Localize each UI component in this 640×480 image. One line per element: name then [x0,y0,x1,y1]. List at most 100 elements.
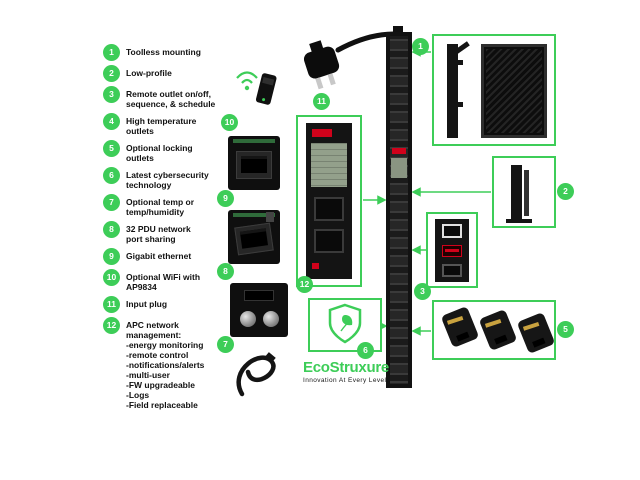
feature-item-temp-humidity: 7 Optional temp or temp/humidity [103,194,251,217]
rack-door-mesh [486,49,542,133]
outlet-c19 [442,224,462,238]
feature-label: Input plug [126,299,168,309]
outlet-red-display [442,245,462,257]
marker-11: 11 [313,93,330,110]
feature-label: Optional temp or temp/humidity [126,197,194,217]
feature-label-group: APC network management: -energy monitori… [126,317,204,410]
rj45-opening [241,156,267,173]
module-red-indicator [312,263,319,269]
leaf-glyph [342,315,353,326]
feature-number-badge: 9 [103,248,120,265]
feature-label: High temperature outlets [126,116,197,136]
sensor-connector-right [263,311,279,327]
feature-item-port-sharing: 8 32 PDU network port sharing [103,221,251,244]
feature-number-badge: 7 [103,194,120,211]
dongle-stripe [262,76,275,86]
pdu-apc-badge [392,148,406,154]
feature-label: Gigabit ethernet [126,251,192,261]
feature-number-badge: 10 [103,269,120,286]
feature-item-wifi: 10 Optional WiFi with AP9834 [103,269,251,292]
marker-5: 5 [557,321,574,338]
mounting-bracket [447,41,470,138]
low-profile-callout [492,156,556,228]
plug-prong-left [315,77,324,90]
leaf-stem [340,319,352,332]
patch-cable-image [232,346,280,400]
marker-12: 12 [296,276,313,293]
marker-6: 6 [357,342,374,359]
pdu-tower [386,26,412,388]
plug-prong-right [327,73,336,86]
cable-connector [264,352,276,364]
pdu-side-profile [511,165,522,221]
cable-loop [236,355,276,397]
wifi-arc-inner [241,78,253,84]
rj45-frame [236,151,272,179]
display-module [306,123,352,279]
feature-item-high-temp-outlets: 4 High temperature outlets [103,113,251,136]
leader-arrow-3 [411,245,421,255]
input-plug-image [296,34,348,94]
cable-stub [266,212,274,222]
shield-outline [328,303,362,344]
feature-item-gigabit-ethernet: 9 Gigabit ethernet [103,248,251,265]
marker-10: 10 [221,114,238,131]
feature-list: 1 Toolless mounting 2 Low-profile 3 Remo… [103,44,251,414]
feature-number-badge: 4 [103,113,120,130]
feature-item-locking-outlets: 5 Optional locking outlets [103,140,251,163]
feature-number-badge: 11 [103,296,120,313]
feature-label: Optional WiFi with AP9834 [126,272,201,292]
feature-item-toolless-mounting: 1 Toolless mounting [103,44,251,61]
pdu-outlet-strip [390,36,408,384]
marker-7: 7 [217,336,234,353]
sensor-jack [244,290,274,301]
feature-item-cybersecurity: 6 Latest cybersecurity technology [103,167,251,190]
marker-2: 2 [557,183,574,200]
sensor-connector-left [240,311,256,327]
display-segment [445,249,459,252]
locking-outlets-callout [432,300,556,360]
bracket-peg [456,60,463,65]
locking-outlet [440,305,480,349]
feature-number-badge: 12 [103,317,120,334]
wifi-dongle-image [234,56,280,110]
feature-number-badge: 8 [103,221,120,238]
feature-label: APC network management: [126,320,182,340]
marker-3: 3 [414,283,431,300]
locking-outlet [478,308,518,352]
wifi-dongle-graphic [236,71,277,105]
gigabit-ethernet-port-image [228,136,280,190]
feature-number-badge: 5 [103,140,120,157]
pdu-side-rail [524,170,529,216]
bracket-hook [452,41,470,56]
outlet-module [435,219,469,282]
module-outlet-bottom [314,229,344,253]
cybersecurity-callout [308,298,382,352]
patch-cable-graphic [236,352,276,397]
feature-number-badge: 2 [103,65,120,82]
feature-label: Latest cybersecurity technology [126,170,209,190]
feature-item-input-plug: 11 Input plug [103,296,251,313]
lcd-screen [311,143,347,187]
input-plug-graphic [303,40,340,90]
marker-8: 8 [217,263,234,280]
port-pcb-edge [233,139,275,143]
wifi-arc-outer [236,71,258,79]
leader-arrow-12 [377,195,387,205]
rack-cabinet [481,44,547,138]
apc-logo-badge [312,129,332,137]
ecostruxure-logo: EcoStruxure Innovation At Every Level [303,359,433,385]
feature-number-badge: 6 [103,167,120,184]
leader-arrow-5 [411,326,421,336]
locking-outlet [516,311,556,355]
feature-number-badge: 3 [103,86,120,103]
rj45-opening [239,228,268,249]
network-sharing-port-image [228,210,280,264]
bracket-peg [456,102,463,107]
feature-label: 32 PDU network port sharing [126,224,191,244]
pdu-side-foot [506,219,532,223]
display-module-callout [296,115,362,287]
brand-wordmark: EcoStruxure [303,359,389,376]
feature-label: Optional locking outlets [126,143,193,163]
remote-outlet-callout [426,212,478,288]
